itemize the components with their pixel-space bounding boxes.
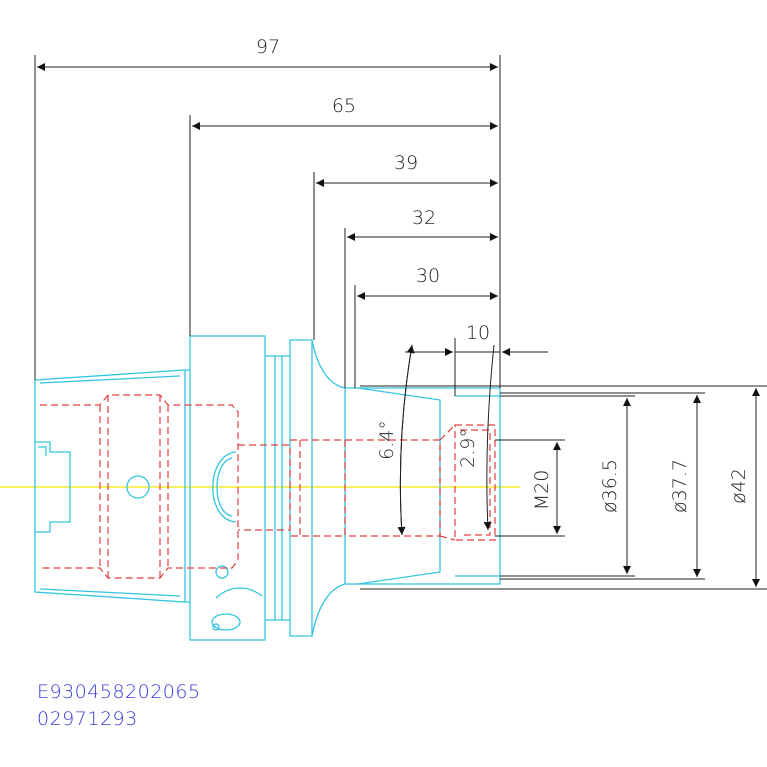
dimension-32: 32 <box>412 207 436 229</box>
dimension-30: 30 <box>416 265 440 287</box>
thread-m20: M20 <box>531 470 553 511</box>
diameter-36-5: ø36.5 <box>599 459 621 513</box>
hidden-lines <box>40 394 496 579</box>
dimension-65: 65 <box>332 95 356 117</box>
dimension-39: 39 <box>394 152 418 174</box>
diameter-37-7: ø37.7 <box>669 459 691 513</box>
angle-2-9: 2.9° <box>457 428 479 468</box>
article-code: E930458202065 <box>37 681 201 703</box>
dimension-lines <box>34 55 767 590</box>
dimension-10: 10 <box>466 322 490 344</box>
dimension-97: 97 <box>256 36 280 58</box>
holder-outline <box>34 335 501 641</box>
angle-6-4: 6.4° <box>376 420 398 460</box>
order-number: 02971293 <box>37 708 138 730</box>
diameter-42: ø42 <box>728 468 750 504</box>
